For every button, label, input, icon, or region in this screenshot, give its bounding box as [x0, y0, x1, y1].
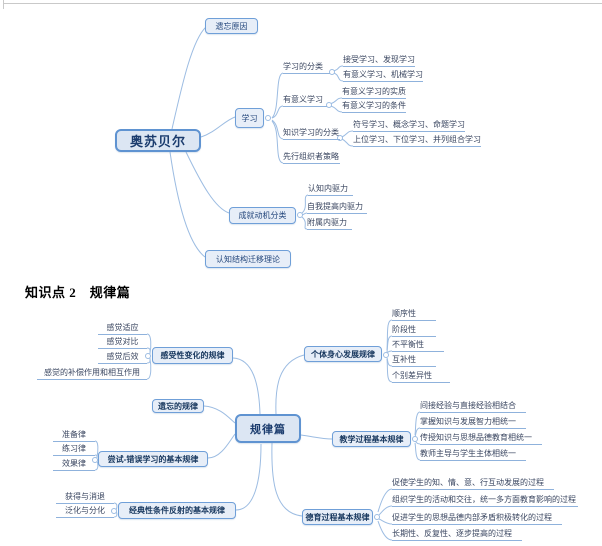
node-moral-education-rules[interactable]: 德育过程基本规律 [302, 509, 373, 525]
topic-knowledge-learning-classification[interactable]: 知识学习的分类 [283, 128, 340, 140]
leaf-item[interactable]: 教师主导与学生主体相统一 [420, 449, 526, 461]
leaf-item[interactable]: 泛化与分化 [56, 506, 114, 518]
node-achievement-motivation[interactable]: 成就动机分类 [229, 207, 296, 224]
collapse-toggle-icon[interactable] [374, 514, 380, 520]
leaf-item[interactable]: 有意义学习的条件 [342, 101, 406, 113]
node-ausubel-root[interactable]: 奥苏贝尔 [115, 129, 201, 152]
leaf-item[interactable]: 有意义学习的实质 [342, 87, 406, 99]
leaf-item[interactable]: 获得与消退 [56, 492, 114, 504]
leaf-item[interactable]: 互补性 [392, 355, 436, 367]
topic-advance-organizer[interactable]: 先行组织者策略 [283, 152, 340, 164]
leaf-item[interactable]: 符号学习、概念学习、命题学习 [353, 120, 465, 132]
leaf-item[interactable]: 顺序性 [392, 309, 436, 321]
node-classical-conditioning-rules[interactable]: 经典性条件反射的基本规律 [118, 502, 236, 519]
leaf-item[interactable]: 不平衡性 [392, 340, 444, 352]
leaf-item[interactable]: 促使学生的知、情、意、行互动发展的过程 [392, 478, 554, 490]
leaf-item[interactable]: 掌握知识与发展智力相统一 [420, 417, 526, 429]
node-sensitivity-rules[interactable]: 感受性变化的规律 [152, 347, 233, 364]
leaf-item[interactable]: 接受学习、发现学习 [343, 55, 415, 67]
leaf-item[interactable]: 感觉的补偿作用和相互作用 [37, 368, 147, 380]
leaf-item[interactable]: 组织学生的活动和交往，统一多方面教育影响的过程 [392, 495, 578, 507]
collapse-toggle-icon[interactable] [265, 115, 271, 121]
leaf-item[interactable]: 感觉后效 [98, 352, 147, 364]
collapse-toggle-icon[interactable] [297, 212, 303, 218]
leaf-item[interactable]: 认知内驱力 [308, 184, 353, 196]
section-heading: 知识点 2 规律篇 [25, 285, 131, 300]
collapse-toggle-icon[interactable] [329, 69, 335, 75]
leaf-item[interactable]: 上位学习、下位学习、并列组合学习 [353, 135, 481, 147]
node-forgetting-cause[interactable]: 遗忘原因 [205, 18, 258, 34]
collapse-toggle-icon[interactable] [412, 436, 418, 442]
node-cognitive-transfer-theory[interactable]: 认知结构迁移理论 [205, 250, 291, 268]
node-trial-error-rules[interactable]: 尝试-错误学习的基本规律 [98, 451, 208, 467]
leaf-item[interactable]: 感觉适应 [98, 323, 147, 335]
leaf-item[interactable]: 促进学生的思想品德内部矛盾积极转化的过程 [392, 513, 562, 525]
leaf-item[interactable]: 个别差异性 [392, 371, 450, 383]
topic-meaningful-learning[interactable]: 有意义学习 [283, 95, 327, 107]
page-corner-mark [3, 0, 4, 9]
node-forgetting-rules[interactable]: 遗忘的规律 [152, 399, 204, 413]
leaf-item[interactable]: 有意义学习、机械学习 [343, 70, 423, 82]
node-development-rules[interactable]: 个体身心发展规律 [304, 346, 382, 362]
collapse-toggle-icon[interactable] [326, 102, 332, 108]
leaf-item[interactable]: 传授知识与思想品德教育相统一 [420, 433, 542, 445]
page-top-border [3, 3, 602, 4]
leaf-item[interactable]: 自我提高内驱力 [307, 202, 367, 214]
leaf-item[interactable]: 间接经验与直接经验相结合 [420, 401, 526, 413]
node-rules-root[interactable]: 规律篇 [235, 414, 301, 443]
node-learning[interactable]: 学习 [235, 108, 264, 128]
node-teaching-process-rules[interactable]: 教学过程基本规律 [332, 431, 411, 447]
leaf-item[interactable]: 练习律 [53, 444, 95, 456]
leaf-item[interactable]: 准备律 [53, 430, 95, 442]
leaf-item[interactable]: 阶段性 [392, 325, 436, 337]
leaf-item[interactable]: 感觉对比 [98, 337, 147, 349]
leaf-item[interactable]: 效果律 [53, 459, 95, 471]
leaf-item[interactable]: 长期性、反复性、逐步提高的过程 [392, 529, 522, 541]
topic-learning-classification[interactable]: 学习的分类 [283, 62, 330, 74]
leaf-item[interactable]: 附属内驱力 [307, 218, 352, 230]
collapse-toggle-icon[interactable] [383, 352, 389, 358]
